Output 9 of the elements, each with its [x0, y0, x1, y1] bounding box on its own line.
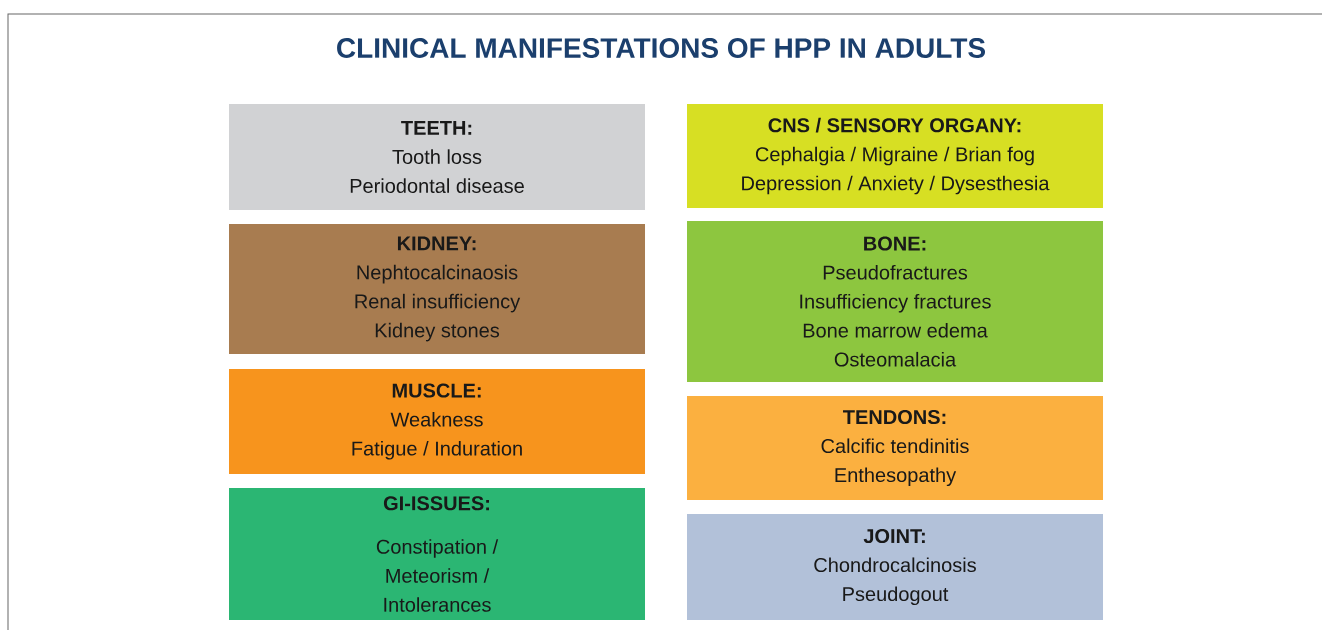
category-box: TEETH: Tooth loss Periodontal disease	[229, 104, 645, 210]
category-box: JOINT: Chondrocalcinosis Pseudogout	[687, 514, 1103, 620]
category-box: KIDNEY: Nephtocalcinaosis Renal insufficiency Kidney stones	[229, 224, 645, 354]
title: CLINICAL MANIFESTATIONS OF HPP IN ADULTS	[337, 38, 986, 58]
category-box: TENDONS: Calcific tendinitis Enthesopathy	[687, 396, 1103, 500]
category-box: BONE: Pseudofractures Insufficiency fractures Bone marrow edema Osteomalacia	[687, 221, 1103, 382]
category-box: GI-ISSUES: Constipation / Meteorism / Intolerances	[229, 488, 645, 620]
category-box: CNS / SENSORY ORGANY: Cephalgia / Migraine / Brian fog Depression / Anxiety / Dysesthesia	[687, 104, 1103, 208]
category-box: MUSCLE: Weakness Fatigue / Induration	[229, 369, 645, 474]
